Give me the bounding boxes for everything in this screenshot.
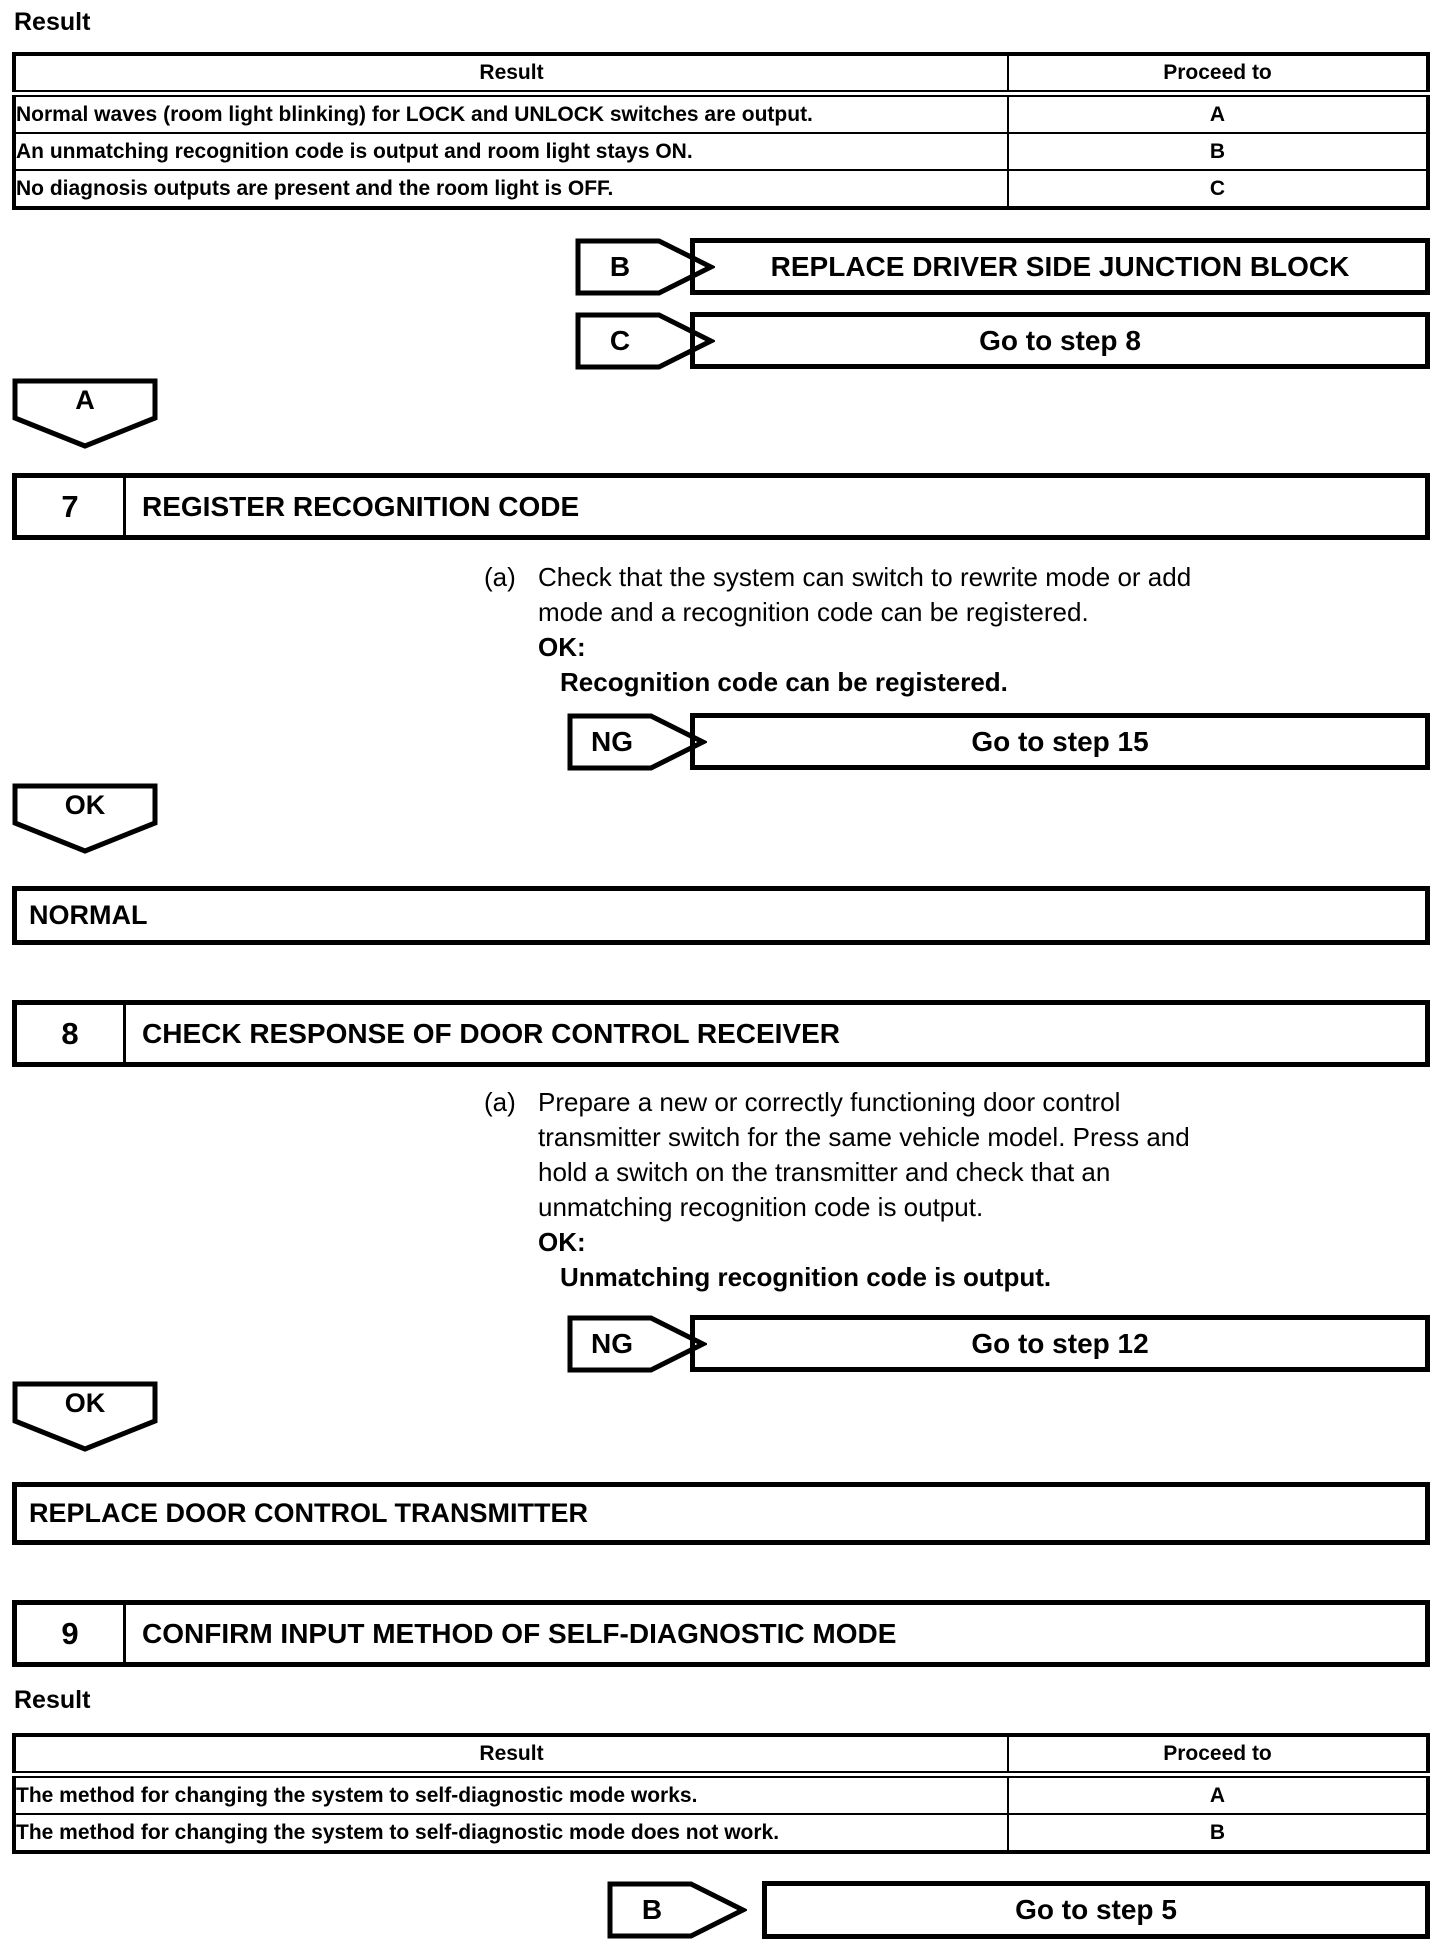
connector-a-icon: A <box>12 378 158 450</box>
action-box-go-to-step-8: Go to step 8 <box>690 312 1430 369</box>
proceed-cell: A <box>1007 1773 1429 1815</box>
step-title: REGISTER RECOGNITION CODE <box>142 490 580 522</box>
step-title: CHECK RESPONSE OF DOOR CONTROL RECEIVER <box>142 1017 841 1049</box>
branch-label: NG <box>591 726 633 757</box>
column-header-result: Result <box>13 1734 1009 1778</box>
proceed-cell: B <box>1007 1813 1429 1853</box>
branch-label: B <box>609 251 631 282</box>
action-box-go-to-step-12: Go to step 12 <box>690 1315 1430 1372</box>
instruction-line: hold a switch on the transmitter and che… <box>538 1157 1111 1187</box>
branch-label: NG <box>591 1328 633 1359</box>
branch-label: C <box>609 325 631 356</box>
instruction-line: mode and a recognition code can be regis… <box>538 597 1089 627</box>
table-header-row: Result Proceed to <box>13 1734 1429 1778</box>
instruction-lines: Prepare a new or correctly functioning d… <box>538 1085 1190 1295</box>
instruction-line: transmitter switch for the same vehicle … <box>538 1122 1190 1152</box>
step-title: CONFIRM INPUT METHOD OF SELF-DIAGNOSTIC … <box>142 1617 897 1649</box>
instruction-line: Check that the system can switch to rewr… <box>538 562 1192 592</box>
connector-label: OK <box>64 789 106 820</box>
ok-condition: Recognition code can be registered. <box>560 667 1008 697</box>
ok-condition: Unmatching recognition code is output. <box>560 1262 1052 1292</box>
result-cell: Normal waves (room light blinking) for L… <box>13 92 1009 134</box>
step-7-instruction: (a) Check that the system can switch to … <box>484 560 1444 700</box>
branch-c-arrow-icon: C <box>575 312 715 370</box>
ok-label: OK: <box>538 1227 586 1257</box>
table-row: Normal waves (room light blinking) for L… <box>13 92 1429 134</box>
table-row: The method for changing the system to se… <box>13 1813 1429 1853</box>
connector-label: A <box>75 384 95 415</box>
table-header-row: Result Proceed to <box>13 53 1429 97</box>
instruction-line: unmatching recognition code is output. <box>538 1192 984 1222</box>
list-marker: (a) <box>484 562 516 592</box>
result-heading-bottom: Result <box>14 1686 91 1714</box>
connector-ok-icon: OK <box>12 1381 158 1453</box>
step-number: 8 <box>17 1005 126 1062</box>
connector-label: OK <box>64 1387 106 1418</box>
result-table-top: Result Proceed to Normal waves (room lig… <box>12 52 1430 210</box>
result-box-replace-transmitter: REPLACE DOOR CONTROL TRANSMITTER <box>12 1482 1430 1545</box>
action-box-go-to-step-15: Go to step 15 <box>690 713 1430 770</box>
proceed-cell: B <box>1007 132 1429 171</box>
branch-b-arrow-icon: B <box>575 238 715 296</box>
instruction-line: Prepare a new or correctly functioning d… <box>538 1087 1121 1117</box>
list-marker: (a) <box>484 1087 516 1117</box>
table-row: An unmatching recognition code is output… <box>13 132 1429 171</box>
result-box-normal: NORMAL <box>12 886 1430 945</box>
table-row: The method for changing the system to se… <box>13 1773 1429 1815</box>
step-7-header: 7 REGISTER RECOGNITION CODE <box>12 473 1430 540</box>
step-number: 7 <box>17 478 126 535</box>
column-header-result: Result <box>13 53 1009 97</box>
result-cell: The method for changing the system to se… <box>13 1813 1009 1853</box>
table-row: No diagnosis outputs are present and the… <box>13 169 1429 209</box>
result-cell: An unmatching recognition code is output… <box>13 132 1009 171</box>
column-header-proceed: Proceed to <box>1007 53 1429 97</box>
step-8-instruction: (a) Prepare a new or correctly functioni… <box>484 1085 1444 1295</box>
step-8-header: 8 CHECK RESPONSE OF DOOR CONTROL RECEIVE… <box>12 1000 1430 1067</box>
result-cell: The method for changing the system to se… <box>13 1773 1009 1815</box>
step-9-header: 9 CONFIRM INPUT METHOD OF SELF-DIAGNOSTI… <box>12 1600 1430 1667</box>
branch-ng-arrow-icon: NG <box>567 713 707 771</box>
proceed-cell: C <box>1007 169 1429 209</box>
action-box-replace-junction-block: REPLACE DRIVER SIDE JUNCTION BLOCK <box>690 238 1430 295</box>
result-cell: No diagnosis outputs are present and the… <box>13 169 1009 209</box>
connector-ok-icon: OK <box>12 783 158 855</box>
column-header-proceed: Proceed to <box>1007 1734 1429 1778</box>
step-number: 9 <box>17 1605 126 1662</box>
branch-ng-arrow-icon: NG <box>567 1315 707 1373</box>
branch-label: B <box>641 1894 663 1925</box>
action-box-go-to-step-5: Go to step 5 <box>762 1881 1430 1939</box>
result-table-bottom: Result Proceed to The method for changin… <box>12 1733 1430 1854</box>
ok-label: OK: <box>538 632 586 662</box>
result-heading-top: Result <box>14 8 91 36</box>
instruction-lines: Check that the system can switch to rewr… <box>538 560 1191 700</box>
branch-b-arrow-icon: B <box>607 1881 747 1939</box>
proceed-cell: A <box>1007 92 1429 134</box>
